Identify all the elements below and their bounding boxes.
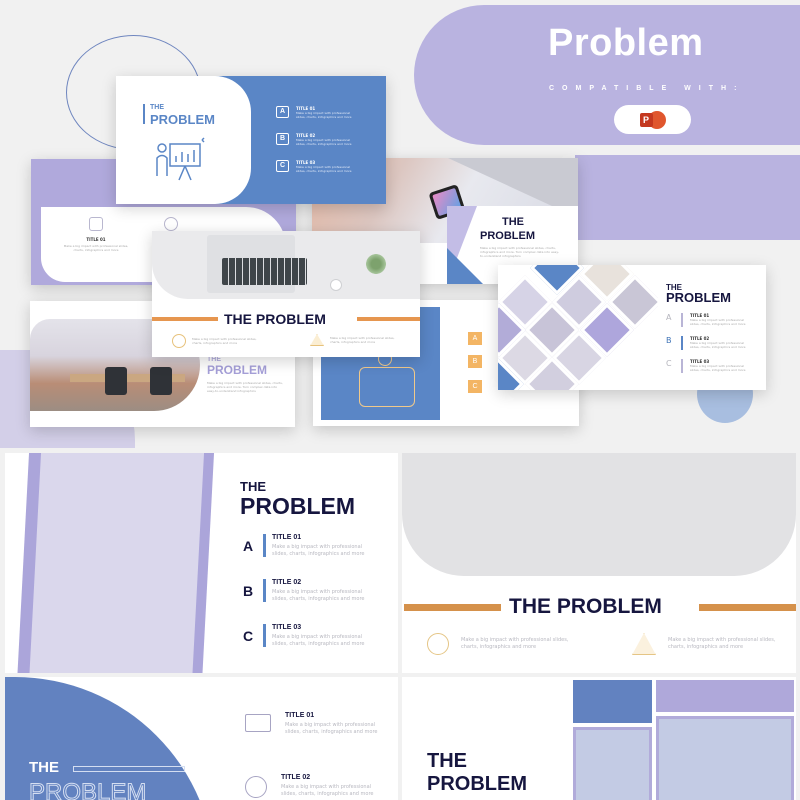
feature-item: TITLE 01 Make a big impact with professi… [61,217,131,252]
compatible-label: COMPATIBLE WITH: [549,85,745,92]
slide-heading: THE PROBLEM [224,311,326,327]
plant-image [364,253,388,275]
meeting-icon [359,367,415,407]
decorative-block [575,155,800,240]
list-item: Make a big impact with professional slid… [632,633,778,655]
image-placeholder [573,680,652,723]
orange-rule [404,604,501,611]
hero-section: Problem COMPATIBLE WITH: P TITLE 01 Make… [0,0,800,448]
powerpoint-badge: P [614,105,691,134]
gear-bulb-icon [245,776,267,798]
clock-icon [172,334,186,348]
slide-heading: PROBLEM [666,290,731,305]
slide-heading: THE [207,356,221,363]
slide-heading: THE PROBLEM [509,595,662,618]
feature-item [136,217,206,231]
slide-heading: THE [666,283,682,292]
keyboard-image [222,258,307,285]
slide-desc: Make a big impact with professional slid… [207,381,283,393]
hero-banner [414,5,800,145]
list-item: Make a big impact with professional slid… [310,334,400,346]
photo-mosaic [498,265,658,390]
image-placeholder [656,680,794,712]
slide-heading: PROBLEM [427,773,527,795]
letter-badge: C [468,380,482,393]
clock-icon [427,633,449,655]
slide-heading: THE [29,759,59,776]
slide-heading: THE [240,479,266,494]
slide-heading: THE [427,750,467,772]
slide-heading: THE [150,104,164,111]
hero-title: Problem [548,22,704,64]
slide-desc: Make a big impact with professional slid… [480,246,560,258]
slide-heading: PROBLEM [240,493,355,519]
image-placeholder [656,716,794,800]
slide-grid-blocks: THE PROBLEM [402,677,796,800]
orange-rule [699,604,796,611]
presenter-icon [156,137,205,181]
slide-title-banner: THE PROBLEM Make a big impact with profe… [402,453,796,673]
preview-slide-laptop: THE PROBLEM Make a big impact with profe… [152,231,420,357]
letter-badge: A [468,332,482,345]
powerpoint-icon: P [639,110,666,130]
team-icon [89,217,103,231]
slide-heading: THE [502,216,524,228]
slide-heading: PROBLEM [150,112,215,127]
letter-badge: B [468,355,482,368]
slide-heading-outline: PROBLEM [28,779,147,800]
list-item: Make a big impact with professional slid… [172,334,262,348]
gear-icon [164,217,178,231]
image-placeholder [28,453,205,673]
slide-heading: PROBLEM [480,230,535,242]
slide-heading: PROBLEM [207,363,267,377]
team-icon [310,334,324,346]
image-placeholder [402,453,796,576]
team-icon [632,633,656,655]
list-item: Make a big impact with professional slid… [427,633,571,655]
image-placeholder [573,727,652,800]
photo-laptop [152,231,420,299]
outline-rule [73,766,185,772]
chart-icon [245,714,271,732]
